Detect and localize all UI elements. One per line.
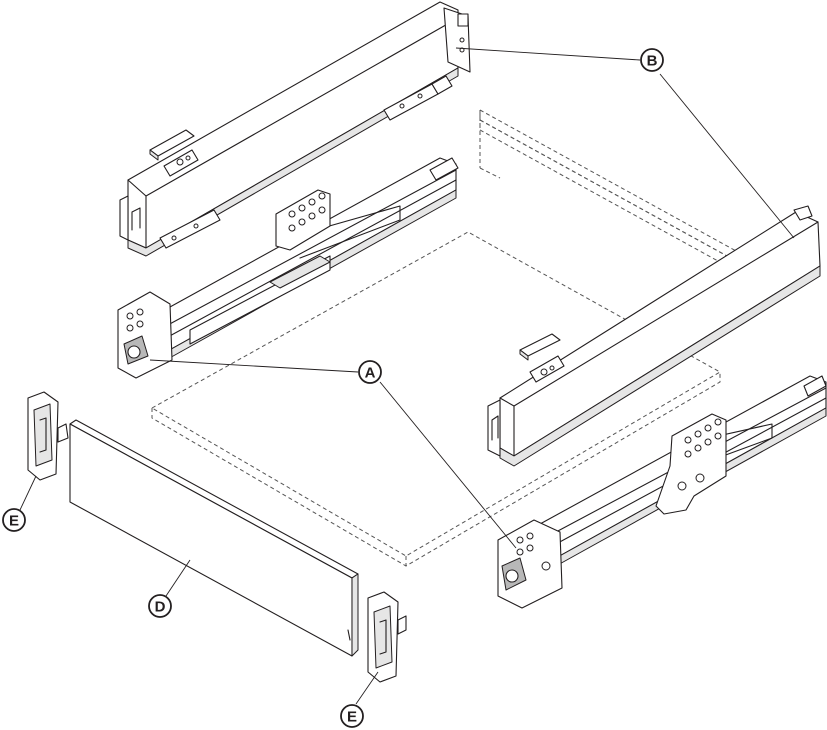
callout-e-right: E (340, 704, 364, 728)
callout-b: B (640, 48, 664, 72)
callout-e-left-label: E (9, 513, 19, 530)
drawer-bottom-outline (150, 231, 722, 567)
callout-d: D (148, 594, 172, 618)
callout-a: A (358, 360, 382, 384)
callout-a-label: A (365, 365, 376, 382)
right-drawer-side (487, 205, 821, 467)
callout-e-right-label: E (347, 709, 357, 726)
left-drawer-side (119, 1, 471, 257)
callout-b-label: B (647, 53, 658, 70)
leader-lines (19, 47, 795, 705)
left-runner (117, 157, 459, 379)
back-panel-outline (479, 109, 739, 273)
right-front-fixing (367, 591, 407, 683)
callout-d-label: D (155, 599, 166, 616)
left-front-fixing (27, 391, 69, 481)
right-runner (497, 375, 827, 609)
callout-e-left: E (2, 508, 26, 532)
drawer-front-panel (69, 419, 359, 657)
